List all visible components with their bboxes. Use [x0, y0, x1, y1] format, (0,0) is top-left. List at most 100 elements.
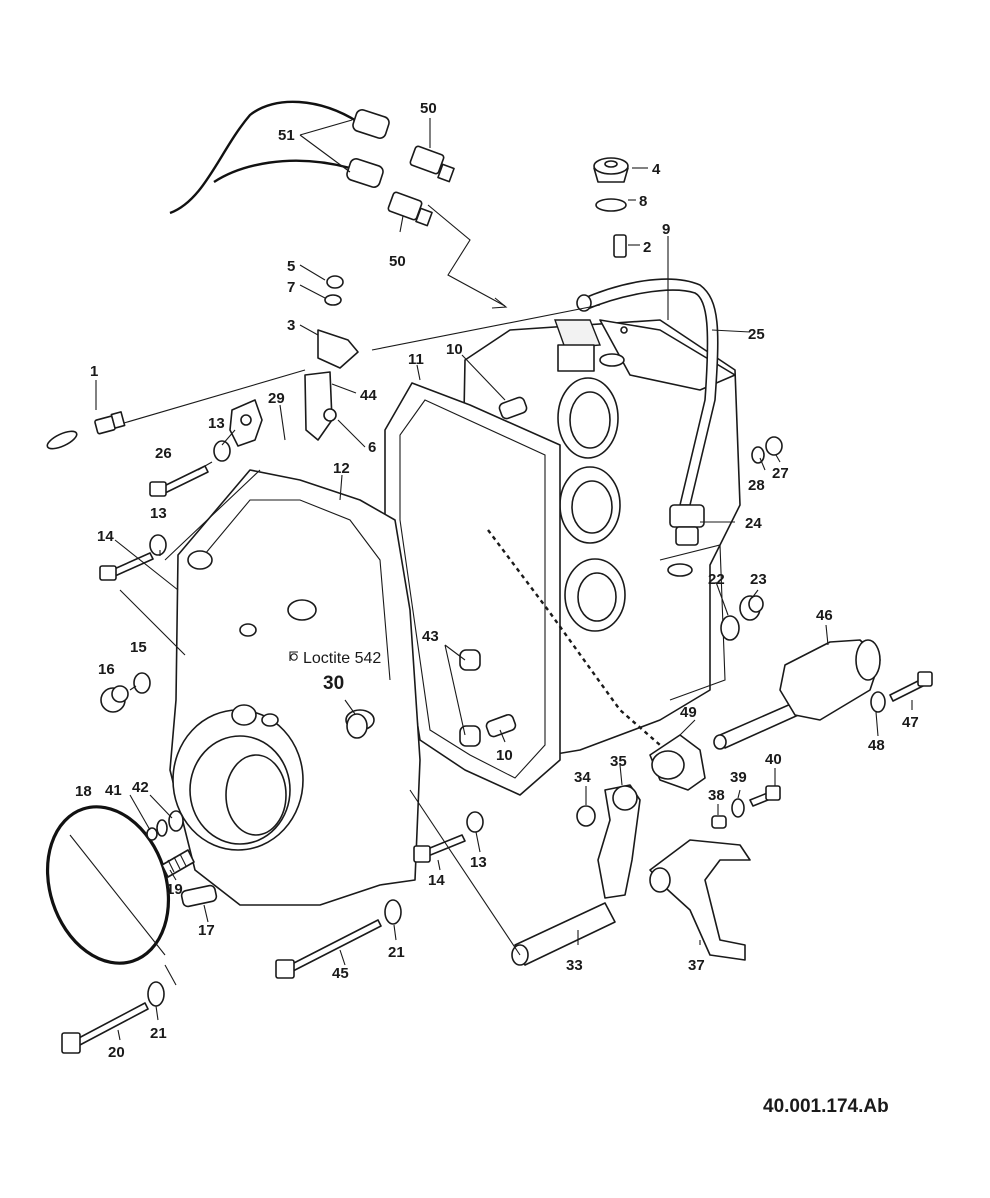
callout-34: 34 — [574, 769, 591, 786]
callout-13a: 13 — [208, 415, 225, 432]
callout-14b: 14 — [428, 872, 445, 889]
loctite-note: Loctite 542 30 — [289, 650, 381, 715]
callout-42: 42 — [132, 779, 149, 796]
drawing-reference-code: 40.001.174.Ab — [763, 1096, 889, 1117]
dowel-10b — [485, 713, 517, 738]
callout-13b: 13 — [150, 505, 167, 522]
callout-39: 39 — [730, 769, 747, 786]
callout-11: 11 — [408, 351, 424, 368]
callout-8: 8 — [639, 193, 647, 210]
pipe-clamp-assembly — [304, 275, 359, 441]
plug-30 — [346, 713, 368, 739]
internal-oil-line — [487, 529, 661, 746]
nut-34 — [576, 805, 596, 827]
breather-plug — [593, 157, 629, 183]
dowel-10a — [498, 396, 528, 420]
washer-39 — [731, 798, 745, 818]
callout-47: 47 — [902, 714, 919, 731]
callout-51: 51 — [278, 127, 295, 144]
callout-27: 27 — [772, 465, 789, 482]
callout-17: 17 — [198, 922, 215, 939]
washer-28 — [751, 446, 765, 464]
bolt-26 — [149, 465, 209, 497]
bolt-47 — [889, 671, 933, 702]
callout-10a: 10 — [446, 341, 463, 358]
nut-27 — [765, 436, 783, 456]
plug-16 — [100, 685, 129, 713]
callout-22: 22 — [708, 571, 725, 588]
washer-48 — [870, 691, 886, 713]
callout-14a: 14 — [97, 528, 114, 545]
plug-23 — [739, 595, 764, 621]
washer-13c — [466, 811, 484, 833]
callout-40: 40 — [765, 751, 782, 768]
washer-15 — [133, 672, 151, 694]
dowel-43b — [459, 725, 481, 747]
callout-21a: 21 — [388, 944, 405, 961]
callout-16: 16 — [98, 661, 115, 678]
callout-35: 35 — [610, 753, 627, 770]
circlip-22 — [720, 615, 740, 641]
bolt-45 — [275, 919, 382, 979]
callout-24: 24 — [745, 515, 762, 532]
washer-21a — [384, 899, 402, 925]
callout-15: 15 — [130, 639, 147, 656]
pipe-fitting — [669, 504, 705, 546]
gasket — [384, 382, 561, 796]
callout-10b: 10 — [496, 747, 513, 764]
bolt-14-lower — [413, 834, 466, 863]
callout-49: 49 — [680, 704, 697, 721]
callout-numbers: 1 2 3 4 5 6 7 8 9 10 10 11 12 13 13 13 1… — [75, 100, 919, 1061]
callout-41: 41 — [105, 782, 122, 799]
callout-2: 2 — [643, 239, 651, 256]
spring-19 — [161, 849, 195, 878]
callout-3: 3 — [287, 317, 295, 334]
o-ring — [45, 805, 171, 965]
callout-48: 48 — [868, 737, 885, 754]
wiring-harness — [169, 100, 390, 215]
callout-23: 23 — [750, 571, 767, 588]
shift-fork-37 — [649, 839, 751, 961]
fitting — [613, 234, 627, 258]
callout-9: 9 — [662, 221, 670, 238]
callout-18: 18 — [75, 783, 92, 800]
callout-50b: 50 — [389, 253, 406, 270]
shift-fork-35 — [597, 784, 641, 899]
loctite-note-item: 30 — [323, 673, 344, 694]
callout-25: 25 — [748, 326, 765, 343]
bolt-20 — [61, 1002, 149, 1054]
callout-6: 6 — [368, 439, 376, 456]
callout-19: 19 — [166, 881, 183, 898]
seal-ring — [595, 198, 627, 212]
callout-1: 1 — [90, 363, 98, 380]
pin-17 — [180, 884, 218, 908]
callout-44: 44 — [360, 387, 377, 404]
callout-37: 37 — [688, 957, 705, 974]
callout-46: 46 — [816, 607, 833, 624]
bolt-14-left — [99, 552, 154, 581]
washer-21b — [147, 981, 165, 1007]
callout-20: 20 — [108, 1044, 125, 1061]
washer-13b — [149, 534, 167, 556]
callout-12: 12 — [333, 460, 350, 477]
callout-26: 26 — [155, 445, 172, 462]
shift-rail-33 — [511, 902, 616, 966]
callout-33: 33 — [566, 957, 583, 974]
callout-7: 7 — [287, 279, 295, 296]
callout-21b: 21 — [150, 1025, 167, 1042]
washer-13a — [213, 440, 231, 462]
loctite-note-text: Loctite 542 — [303, 650, 381, 667]
callout-43: 43 — [422, 628, 439, 645]
callout-5: 5 — [287, 258, 295, 275]
callout-38: 38 — [708, 787, 725, 804]
pressure-switch-lower — [387, 191, 433, 227]
washer-41-42 — [146, 810, 184, 841]
pressure-switch-upper — [409, 145, 455, 183]
dipstick — [46, 369, 306, 450]
callout-4: 4 — [652, 161, 661, 178]
dowel-43a — [459, 649, 481, 671]
callout-leaders — [95, 118, 913, 1041]
callout-13c: 13 — [470, 854, 487, 871]
callout-50a: 50 — [420, 100, 437, 117]
